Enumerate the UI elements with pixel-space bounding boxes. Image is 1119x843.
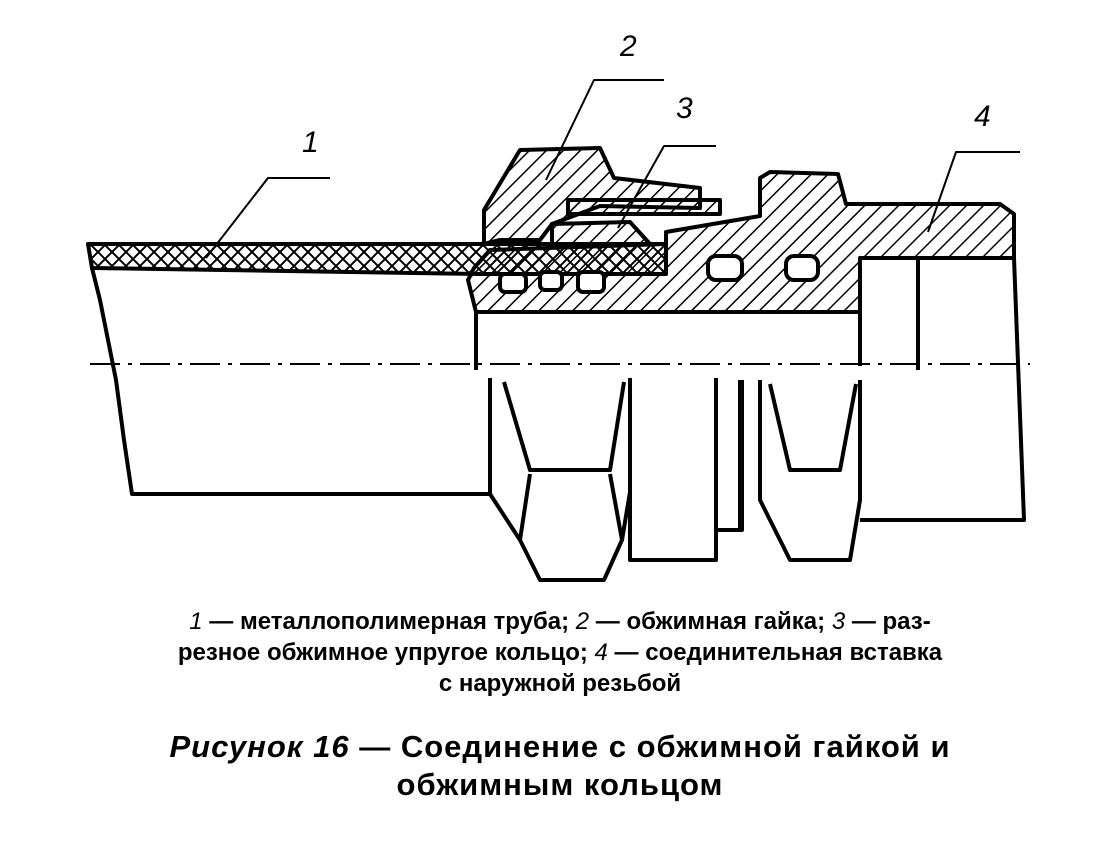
legend-num: 2 bbox=[575, 608, 590, 635]
legend-text: — соединительная вставка bbox=[607, 639, 943, 666]
legend-text: резное обжимное упругое кольцо; bbox=[177, 639, 595, 666]
leader-3 bbox=[617, 145, 716, 229]
legend-line-1: 1 — металлополимерная труба; 2 — обжимна… bbox=[60, 606, 1060, 637]
figure-title-text: — Соединение с обжимной гайкой и bbox=[349, 729, 951, 764]
compression-fitting-drawing bbox=[86, 79, 1030, 582]
callout-2: 2 bbox=[620, 30, 637, 63]
split-ring bbox=[550, 220, 652, 246]
leader-1 bbox=[205, 177, 330, 259]
figure-title: Рисунок 16 — Соединение с обжимной гайко… bbox=[60, 728, 1060, 804]
legend-num: 3 bbox=[831, 608, 846, 635]
leader-4 bbox=[927, 151, 1020, 233]
legend-line-3: с наружной резьбой bbox=[438, 670, 682, 697]
pipe-body bbox=[90, 267, 490, 496]
legend-text: — металлополимерная труба; bbox=[202, 608, 576, 635]
callout-1: 1 bbox=[302, 126, 319, 159]
legend-line-2: резное обжимное упругое кольцо; 4 — соед… bbox=[60, 637, 1060, 668]
right-hex bbox=[758, 380, 862, 562]
callout-3: 3 bbox=[676, 92, 693, 125]
figure-label: Рисунок 16 bbox=[169, 729, 350, 764]
legend-num: 1 bbox=[189, 608, 203, 635]
legend-text: — обжимная гайка; bbox=[589, 608, 832, 635]
legend-text: — раз- bbox=[845, 608, 931, 635]
legend-num: 4 bbox=[594, 639, 608, 666]
callout-4: 4 bbox=[974, 100, 991, 133]
legend-caption: 1 — металлополимерная труба; 2 — обжимна… bbox=[60, 606, 1060, 699]
leader-2 bbox=[545, 79, 664, 181]
figure-title-line-1: Рисунок 16 — Соединение с обжимной гайко… bbox=[60, 728, 1060, 766]
figure-title-line-2: обжимным кольцом bbox=[396, 767, 724, 802]
